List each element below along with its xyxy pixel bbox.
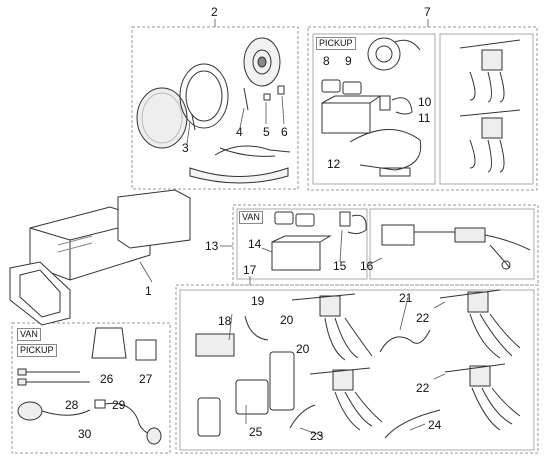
leader-4 <box>239 107 245 129</box>
leader-1 <box>139 261 153 283</box>
pickup-receiver-parts <box>321 37 422 177</box>
leader-24 <box>409 423 426 431</box>
callout-24: 24 <box>428 418 442 432</box>
pickup-actuators <box>459 39 521 173</box>
leader-6 <box>281 95 285 125</box>
callout-26: 26 <box>100 372 114 386</box>
callout-12: 12 <box>327 157 341 171</box>
van-receiver-parts <box>271 211 367 271</box>
callout-17: 17 <box>243 263 257 277</box>
radio-unit <box>9 189 191 326</box>
callout-21: 21 <box>399 291 413 305</box>
leader-22b <box>433 373 446 380</box>
callout-2: 2 <box>211 5 218 19</box>
callout-20-lower: 20 <box>296 342 310 356</box>
leader-18 <box>228 313 233 341</box>
van-lock-group-frame <box>232 204 539 286</box>
callout-15: 15 <box>333 259 347 273</box>
accessory-parts <box>17 327 162 445</box>
callout-25: 25 <box>249 425 263 439</box>
callout-22-upper: 22 <box>416 311 430 325</box>
van-actuator <box>381 224 531 270</box>
leader-16 <box>369 257 383 265</box>
accessory-group-frame <box>11 322 171 454</box>
callout-1: 1 <box>145 284 152 298</box>
actuator-group-frame <box>175 284 539 454</box>
van-receiver-frame <box>236 208 368 280</box>
callout-5: 5 <box>263 125 270 139</box>
pickup-tag-top: PICKUP <box>316 37 356 50</box>
van-actuator-frame <box>369 208 535 280</box>
speaker-parts <box>136 37 291 184</box>
van-tag-left: VAN <box>17 328 41 341</box>
callout-22-lower: 22 <box>416 381 430 395</box>
leader-15 <box>339 229 343 263</box>
pickup-tag-left: PICKUP <box>17 344 57 357</box>
pickup-lock-group-frame <box>307 26 538 191</box>
callout-30: 30 <box>78 427 92 441</box>
callout-9: 9 <box>345 54 352 68</box>
leader-21 <box>399 296 409 331</box>
callout-3: 3 <box>182 141 189 155</box>
actuator-inner-frame <box>179 289 535 451</box>
actuator-frame <box>439 33 534 185</box>
callout-11: 11 <box>418 111 431 125</box>
callout-18: 18 <box>218 314 232 328</box>
actuator-group-parts <box>195 289 521 439</box>
leader-22a <box>433 301 446 309</box>
callout-28: 28 <box>65 398 79 412</box>
callout-4: 4 <box>236 125 243 139</box>
callout-19: 19 <box>251 294 265 308</box>
van-tag-middle: VAN <box>239 211 263 224</box>
callout-29: 29 <box>112 398 126 412</box>
leader-23 <box>299 427 324 437</box>
callout-14: 14 <box>248 237 262 251</box>
callout-23: 23 <box>310 429 324 443</box>
callout-20-upper: 20 <box>280 313 294 327</box>
callout-7: 7 <box>424 5 431 19</box>
callout-27: 27 <box>139 372 153 386</box>
callout-13: 13 <box>205 239 219 253</box>
callout-16: 16 <box>360 259 374 273</box>
receiver-frame <box>312 33 436 185</box>
leader-14 <box>261 247 273 253</box>
callout-6: 6 <box>281 125 288 139</box>
leader-3 <box>186 121 191 145</box>
callout-10: 10 <box>418 95 432 109</box>
callout-8: 8 <box>323 54 330 68</box>
